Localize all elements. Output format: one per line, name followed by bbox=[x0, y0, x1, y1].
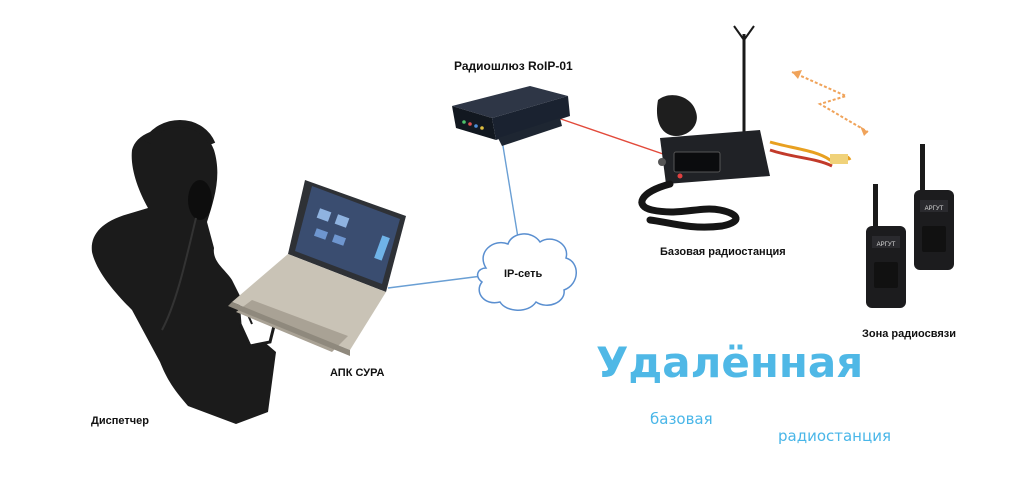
roip-gateway-device bbox=[452, 86, 570, 146]
handheld-brand-front: АРГУТ bbox=[877, 242, 896, 248]
ip-cloud bbox=[476, 233, 577, 311]
headline-line-2: базовая bbox=[650, 410, 713, 428]
link-cloud-to-gateway bbox=[501, 139, 521, 251]
headline-title: Удалённая bbox=[596, 338, 864, 387]
antenna bbox=[733, 25, 755, 134]
label-radio-zone: Зона радиосвязи bbox=[862, 328, 956, 340]
handheld-radio-back bbox=[914, 144, 954, 270]
link-laptop-to-cloud bbox=[387, 275, 483, 289]
base-radio-station bbox=[638, 95, 852, 231]
label-gateway: Радиошлюз RoIP-01 bbox=[454, 59, 573, 73]
handheld-brand-back: АРГУТ bbox=[925, 206, 944, 212]
label-apk: АПК СУРА bbox=[330, 367, 385, 379]
label-ip-network: IP-сеть bbox=[504, 268, 543, 280]
label-base-station: Базовая радиостанция bbox=[660, 246, 786, 258]
label-dispatcher: Диспетчер bbox=[91, 415, 149, 427]
radio-wave bbox=[791, 71, 869, 133]
link-gateway-to-radio bbox=[557, 117, 667, 156]
laptop-apk bbox=[228, 180, 406, 356]
headline-line-3: радиостанция bbox=[778, 427, 891, 445]
handheld-radio-front bbox=[866, 184, 906, 308]
